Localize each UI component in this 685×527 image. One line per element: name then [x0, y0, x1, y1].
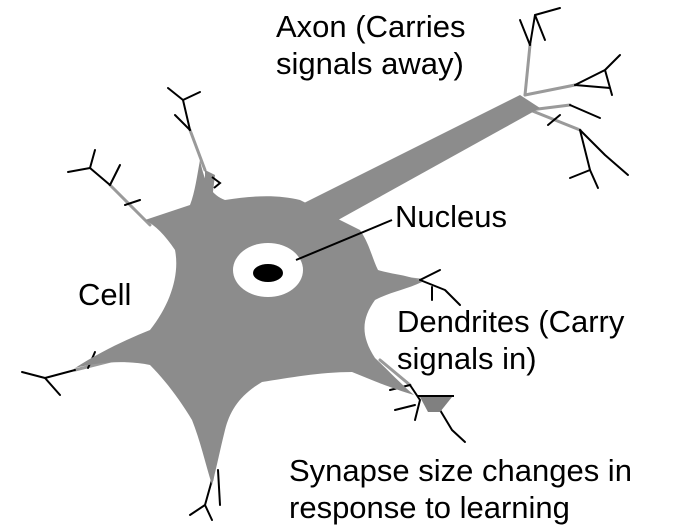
cell-label: Cell [78, 276, 131, 313]
nucleolus [253, 264, 283, 282]
nucleus-label: Nucleus [395, 198, 507, 235]
synapse-label-line-1: Synapse size changes in [289, 452, 632, 489]
synapse-label-line-2: response to learning [289, 489, 632, 526]
synapse [420, 397, 452, 412]
dendrites-label-line-2: signals in) [397, 340, 624, 377]
dendrites-label: Dendrites (Carry signals in) [397, 303, 624, 377]
axon-label: Axon (Carries signals away) [276, 8, 466, 82]
cell-body [75, 160, 422, 485]
axon-label-line-1: Axon (Carries [276, 8, 466, 45]
dendrites-label-line-1: Dendrites (Carry [397, 303, 624, 340]
axon-label-line-2: signals away) [276, 45, 466, 82]
synapse-label: Synapse size changes in response to lear… [289, 452, 632, 526]
